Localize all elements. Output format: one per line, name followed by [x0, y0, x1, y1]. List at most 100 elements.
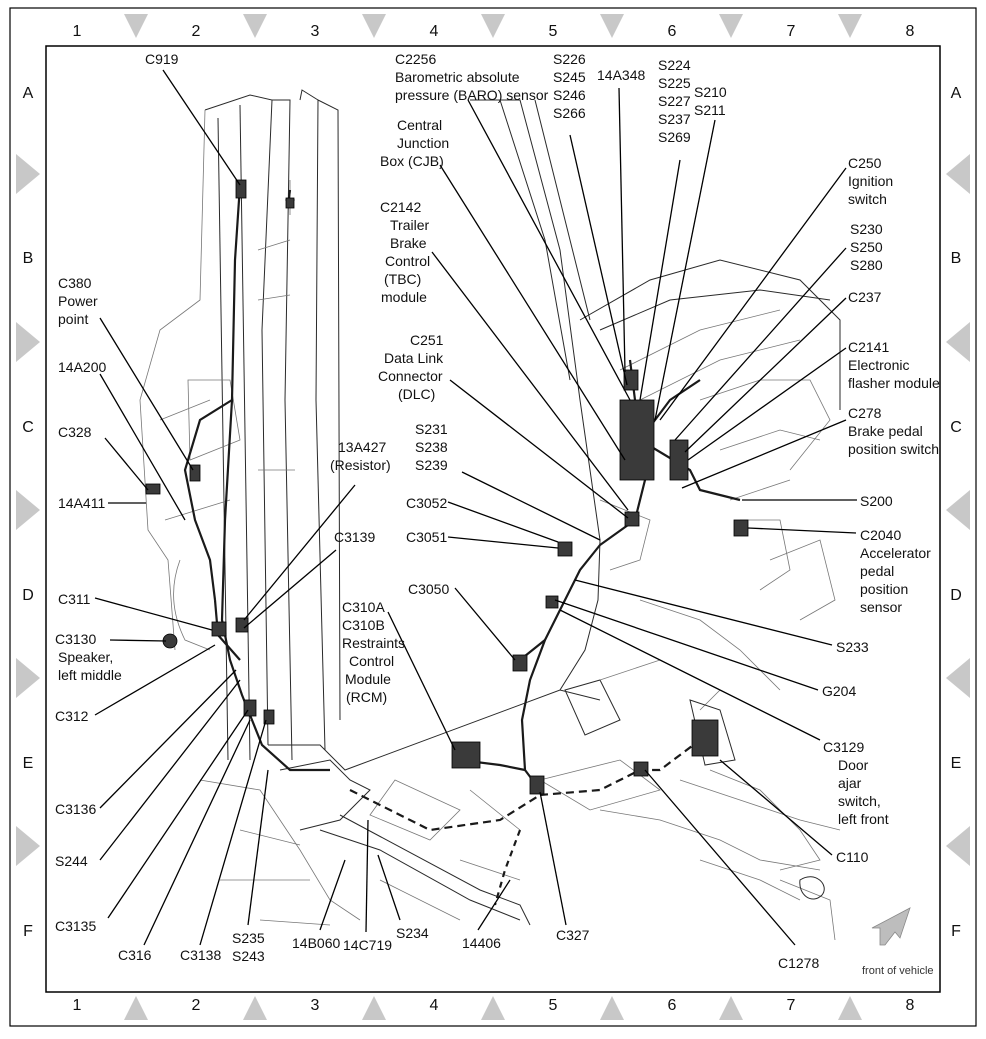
label-cjb-line2: Junction	[397, 135, 449, 151]
label-c2142-line2: Trailer	[390, 217, 429, 233]
label-s225: S225	[658, 75, 691, 91]
label-s226: S226	[553, 51, 586, 67]
grid-row-label: D	[950, 587, 962, 604]
grid-marker	[124, 996, 148, 1020]
grid-col-label: 4	[430, 997, 439, 1014]
label-c310b: C310B	[342, 617, 385, 633]
grid-col-label: 2	[192, 997, 201, 1014]
label-cjb-line1: Central	[397, 117, 442, 133]
grid-col-label: 2	[192, 23, 201, 40]
label-c310-line3: Restraints	[342, 635, 405, 651]
connector-c1278	[633, 761, 649, 777]
front-arrow-icon	[871, 907, 911, 946]
label-c310-line5: Module	[345, 671, 391, 687]
grid-marker	[946, 322, 970, 362]
label-c3135: C3135	[55, 918, 96, 934]
label-c251-line1: C251	[410, 332, 444, 348]
grid-marker	[838, 14, 862, 38]
label-c310-line6: (RCM)	[346, 689, 387, 705]
grid-row-label: E	[951, 755, 962, 772]
label-s230: S230	[850, 221, 883, 237]
label-c3139: C3139	[334, 529, 375, 545]
grid-marker	[946, 826, 970, 866]
connector-c250	[669, 439, 689, 481]
connector-c919	[235, 179, 247, 199]
connector-14a427-top	[285, 197, 295, 209]
label-s200: S200	[860, 493, 893, 509]
grid-marker	[362, 14, 386, 38]
label-c2142-line6: module	[381, 289, 427, 305]
label-c328: C328	[58, 424, 92, 440]
grid-col-label: 3	[311, 997, 320, 1014]
grid-row-label: F	[951, 923, 961, 940]
grid-col-label: 1	[73, 23, 82, 40]
label-14b060: 14B060	[292, 935, 340, 951]
label-c278-line3: position switch	[848, 441, 939, 457]
label-c310-line4: Control	[349, 653, 394, 669]
grid-row-label: A	[951, 85, 962, 102]
label-c3129-line3: ajar	[838, 775, 862, 791]
grid-marker	[243, 14, 267, 38]
label-c237: C237	[848, 289, 882, 305]
label-c2142-line4: Control	[385, 253, 430, 269]
label-c2256-line1: C2256	[395, 51, 436, 67]
label-c2040-line5: sensor	[860, 599, 902, 615]
grid-columns-top: 1 2 3 4 5 6 7 8	[73, 23, 915, 40]
label-c251-line4: (DLC)	[398, 386, 435, 402]
grid-rows-left: A B C D E F	[22, 85, 34, 940]
grid-col-label: 6	[668, 997, 677, 1014]
connector-c3138	[263, 709, 275, 725]
label-s211: S211	[694, 102, 726, 118]
label-c3051: C3051	[406, 529, 447, 545]
connector-c310	[451, 741, 481, 769]
label-c2040-line3: pedal	[860, 563, 894, 579]
grid-marker	[16, 322, 40, 362]
label-c2142-line1: C2142	[380, 199, 421, 215]
grid-rows-right: A B C D E F	[950, 85, 962, 940]
grid-marker	[838, 996, 862, 1020]
grid-marker	[16, 826, 40, 866]
label-c110: C110	[836, 849, 869, 865]
label-s266: S266	[553, 105, 586, 121]
label-c3136: C3136	[55, 801, 96, 817]
grid-row-label: C	[950, 419, 962, 436]
grid-col-label: 8	[906, 997, 915, 1014]
grid-marker	[719, 996, 743, 1020]
label-c2256-line3: pressure (BARO) sensor	[395, 87, 549, 103]
label-c2142-line5: (TBC)	[384, 271, 421, 287]
label-c2040-line2: Accelerator	[860, 545, 931, 561]
grid-marker	[243, 996, 267, 1020]
label-c2141-line1: C2141	[848, 339, 889, 355]
label-c3138: C3138	[180, 947, 221, 963]
grid-marker	[481, 14, 505, 38]
grid-marker	[16, 658, 40, 698]
label-c3129-line1: C3129	[823, 739, 864, 755]
connector-c3051	[557, 541, 573, 557]
connector-c328	[145, 483, 161, 495]
grid-marker	[600, 14, 624, 38]
label-c2141-line2: Electronic	[848, 357, 909, 373]
grid-marker	[481, 996, 505, 1020]
grid-row-label: A	[23, 85, 34, 102]
label-s280: S280	[850, 257, 883, 273]
grid-columns-bottom: 1 2 3 4 5 6 7 8	[73, 997, 915, 1014]
label-c316: C316	[118, 947, 152, 963]
label-s246: S246	[553, 87, 586, 103]
label-s234: S234	[396, 925, 429, 941]
label-s231: S231	[415, 421, 448, 437]
grid-marker	[16, 154, 40, 194]
label-c1278: C1278	[778, 955, 819, 971]
connector-g204	[545, 595, 559, 609]
label-c250-line2: Ignition	[848, 173, 893, 189]
grid-row-label: B	[951, 250, 962, 267]
inner-frame	[45, 45, 941, 993]
label-c310a: C310A	[342, 599, 385, 615]
grid-marker	[946, 490, 970, 530]
label-14c719: 14C719	[343, 937, 392, 953]
grid-marker	[600, 996, 624, 1020]
connector-c380	[189, 464, 201, 482]
label-s269: S269	[658, 129, 691, 145]
label-s224: S224	[658, 57, 691, 73]
